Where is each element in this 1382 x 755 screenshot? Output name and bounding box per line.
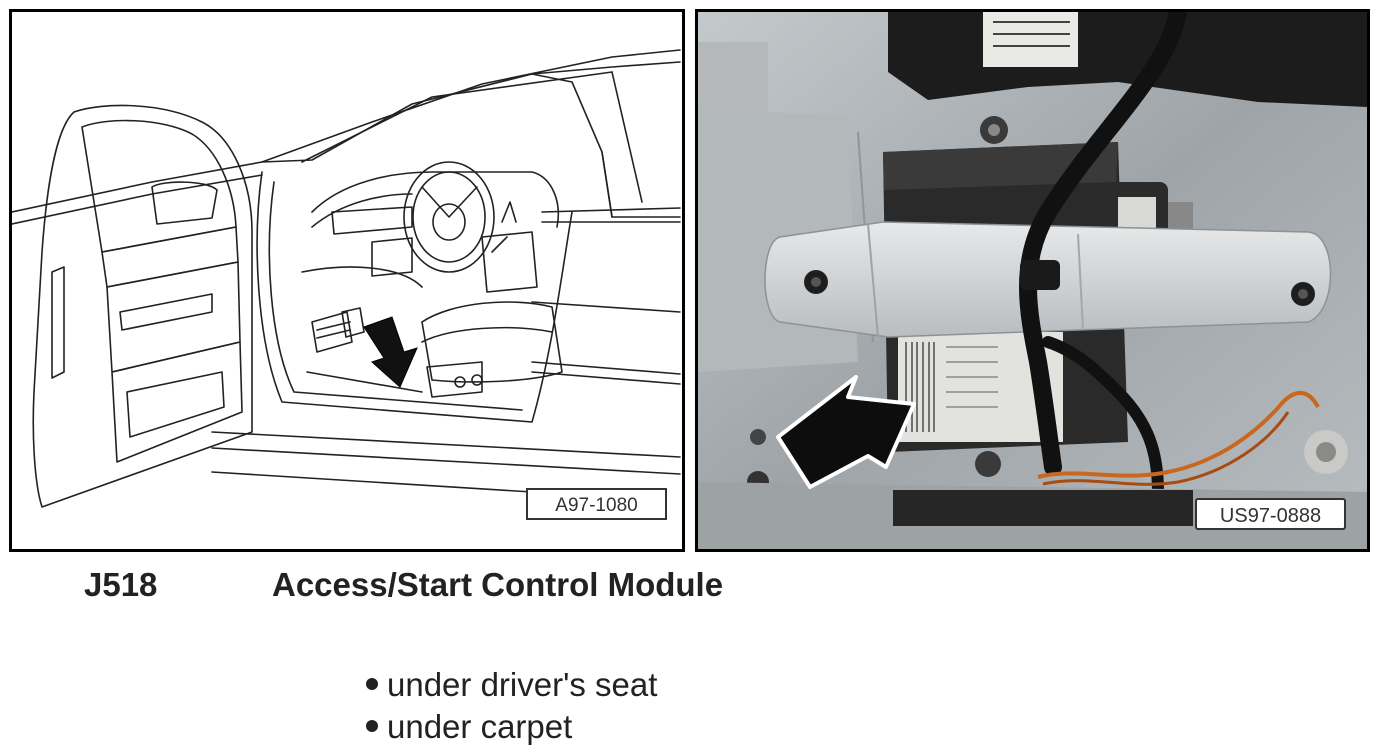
door-illustration-panel: A97-1080 <box>9 9 685 552</box>
list-item: under driver's seat <box>366 664 657 706</box>
figure-reference-label: A97-1080 <box>526 488 667 520</box>
component-name: Access/Start Control Module <box>272 566 724 603</box>
module-photo-panel: US97-0888 <box>695 9 1370 552</box>
door-line-drawing <box>12 49 681 508</box>
component-code: J518 <box>84 566 158 603</box>
figure-reference-label: US97-0888 <box>1195 498 1346 530</box>
location-arrow <box>776 375 916 489</box>
module-photo <box>698 12 1367 549</box>
location-list: under driver's seat under carpet <box>366 664 657 748</box>
location-arrow <box>363 316 418 388</box>
bullet-icon <box>366 720 378 733</box>
bullet-icon <box>366 678 378 691</box>
list-item: under carpet <box>366 706 657 748</box>
